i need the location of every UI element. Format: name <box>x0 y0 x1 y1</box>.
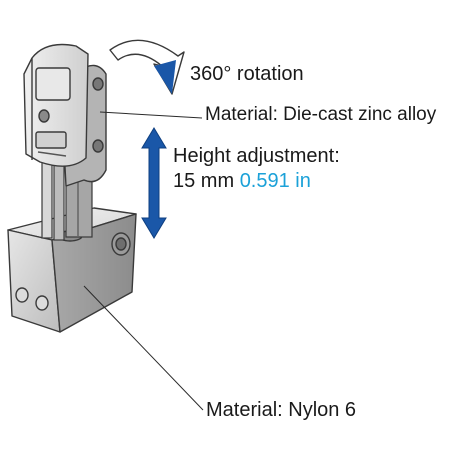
base-block <box>7 207 137 333</box>
material-top-label: Material: Die-cast zinc alloy <box>205 104 437 125</box>
height-adjustment-label: Height adjustment: <box>173 145 340 167</box>
rotation-arrow-icon <box>109 39 185 95</box>
leader-lines <box>83 111 204 411</box>
height-value-label: 15 mm 0.591 in <box>173 171 311 191</box>
height-in-value: 0.591 in <box>239 170 311 192</box>
leader-material-base <box>83 285 204 411</box>
height-mm-value: 15 mm <box>173 170 235 192</box>
vertical-post <box>41 149 93 241</box>
rotation-label: 360° rotation <box>190 63 304 85</box>
leader-material-top <box>99 111 203 119</box>
sensor-head <box>23 43 89 167</box>
height-arrow-icon <box>141 127 167 239</box>
material-base-label: Material: Nylon 6 <box>206 399 357 421</box>
